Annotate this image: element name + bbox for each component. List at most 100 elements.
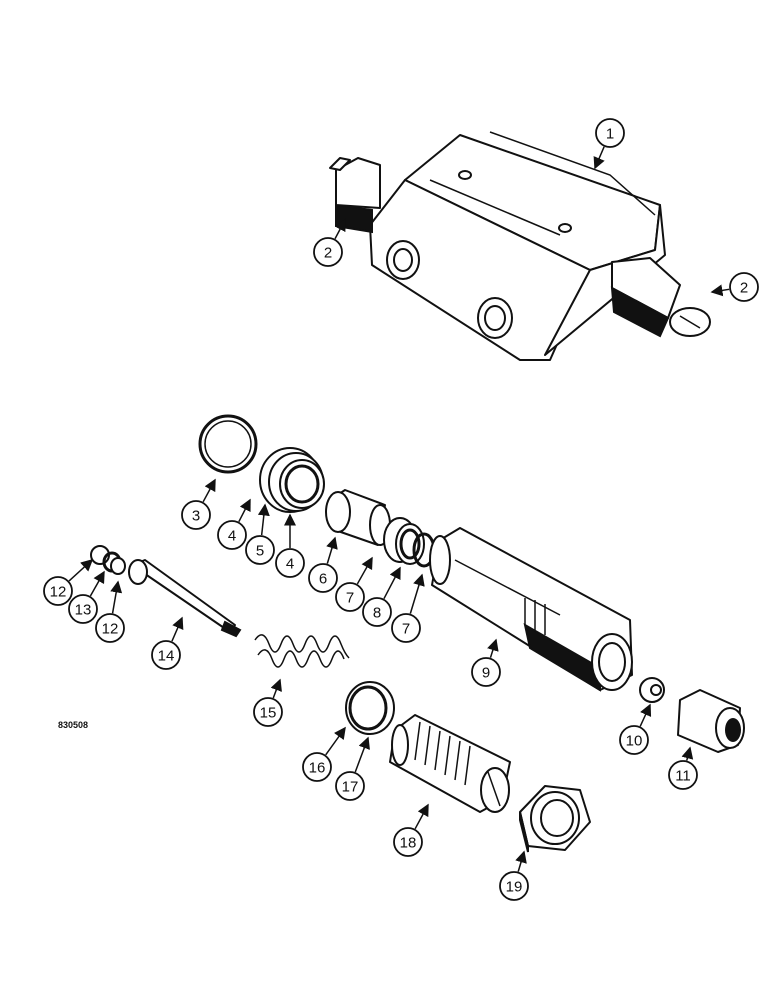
leader-line: [710, 284, 730, 297]
callout-11: 11: [668, 746, 698, 790]
leader-line: [68, 558, 94, 582]
o-ring: [198, 414, 258, 474]
seal-rings: [383, 517, 436, 568]
callout-circle: [275, 548, 305, 578]
callout-7: 7: [335, 556, 373, 612]
callout-number: 3: [192, 508, 200, 525]
end-plug-right: [610, 257, 711, 338]
callout-14: 14: [151, 616, 184, 670]
callout-circle: [471, 657, 501, 687]
callout-4: 4: [275, 513, 305, 578]
backup-ring-stack: [259, 447, 325, 513]
leader-line: [354, 736, 370, 773]
callout-12: 12: [95, 580, 125, 643]
callout-number: 11: [675, 768, 691, 785]
callout-circle: [217, 520, 247, 550]
callout-number: 2: [324, 245, 332, 262]
retaining-ring: [345, 681, 395, 735]
callout-circle: [499, 871, 529, 901]
callout-5: 5: [245, 503, 275, 565]
leader-line: [356, 556, 373, 585]
callout-7: 7: [391, 573, 425, 643]
callout-circle: [181, 500, 211, 530]
callout-circle: [668, 760, 698, 790]
callout-number: 19: [506, 879, 523, 896]
callout-19: 19: [499, 850, 529, 901]
leader-line: [171, 616, 184, 642]
callout-number: 18: [400, 835, 417, 852]
callout-circle: [68, 594, 98, 624]
callout-circle: [245, 535, 275, 565]
callout-circle: [302, 752, 332, 782]
callout-number: 16: [309, 760, 326, 777]
callout-number: 12: [102, 621, 119, 638]
adjusting-screw: [389, 714, 511, 813]
jam-nut: [519, 785, 591, 853]
callout-number: 7: [346, 590, 354, 607]
sleeve: [325, 489, 391, 546]
poppet: [639, 677, 665, 703]
callout-number: 13: [75, 602, 92, 619]
callout-circle: [151, 640, 181, 670]
leader-line: [681, 746, 694, 761]
callout-8: 8: [362, 566, 401, 627]
leader-line: [325, 726, 346, 756]
callout-number: 14: [158, 648, 175, 665]
callout-number: 6: [319, 571, 327, 588]
leader-line: [334, 218, 346, 240]
callout-number: 9: [482, 665, 490, 682]
callout-circle: [391, 613, 421, 643]
valve-body: [369, 131, 666, 361]
valve-stem: [128, 559, 242, 638]
callout-13: 13: [68, 570, 105, 624]
callout-4: 4: [217, 498, 251, 550]
spring: [254, 634, 350, 668]
callout-3: 3: [181, 478, 216, 530]
callout-17: 17: [335, 736, 370, 801]
callout-circle: [619, 725, 649, 755]
callout-6: 6: [308, 536, 338, 593]
leader-line: [515, 850, 527, 872]
callout-circle: [335, 582, 365, 612]
leader-line: [89, 570, 105, 597]
cap: [677, 689, 745, 753]
callout-circle: [729, 272, 759, 302]
callout-number: 5: [256, 543, 264, 560]
callout-circle: [362, 597, 392, 627]
callout-2: 2: [710, 272, 759, 302]
callout-9: 9: [471, 638, 501, 687]
callout-2: 2: [313, 218, 346, 267]
leader-line: [202, 478, 216, 503]
callout-1: 1: [593, 118, 625, 170]
callout-number: 7: [402, 621, 410, 638]
leader-line: [326, 536, 338, 564]
leader-line: [110, 580, 123, 614]
callout-number: 17: [342, 779, 359, 796]
callout-number: 10: [626, 733, 643, 750]
small-rings: [90, 545, 126, 575]
callout-circle: [308, 563, 338, 593]
callout-circle: [313, 237, 343, 267]
callout-number: 1: [606, 126, 614, 143]
leader-line: [409, 573, 425, 614]
callout-circle: [43, 576, 73, 606]
callout-number: 15: [260, 705, 277, 722]
callout-circle: [95, 613, 125, 643]
callout-circle: [335, 771, 365, 801]
leader-line: [383, 566, 401, 600]
callout-number: 8: [373, 605, 381, 622]
drawing-code: 830508: [58, 720, 88, 730]
callout-circle: [595, 118, 625, 148]
leader-line: [270, 678, 282, 699]
leader-line: [238, 498, 251, 523]
leader-line: [487, 638, 499, 658]
callout-number: 4: [228, 528, 236, 545]
callout-18: 18: [393, 803, 429, 857]
leader-line: [257, 503, 270, 536]
callout-number: 4: [286, 556, 294, 573]
callout-12: 12: [43, 558, 94, 606]
callout-circle: [393, 827, 423, 857]
